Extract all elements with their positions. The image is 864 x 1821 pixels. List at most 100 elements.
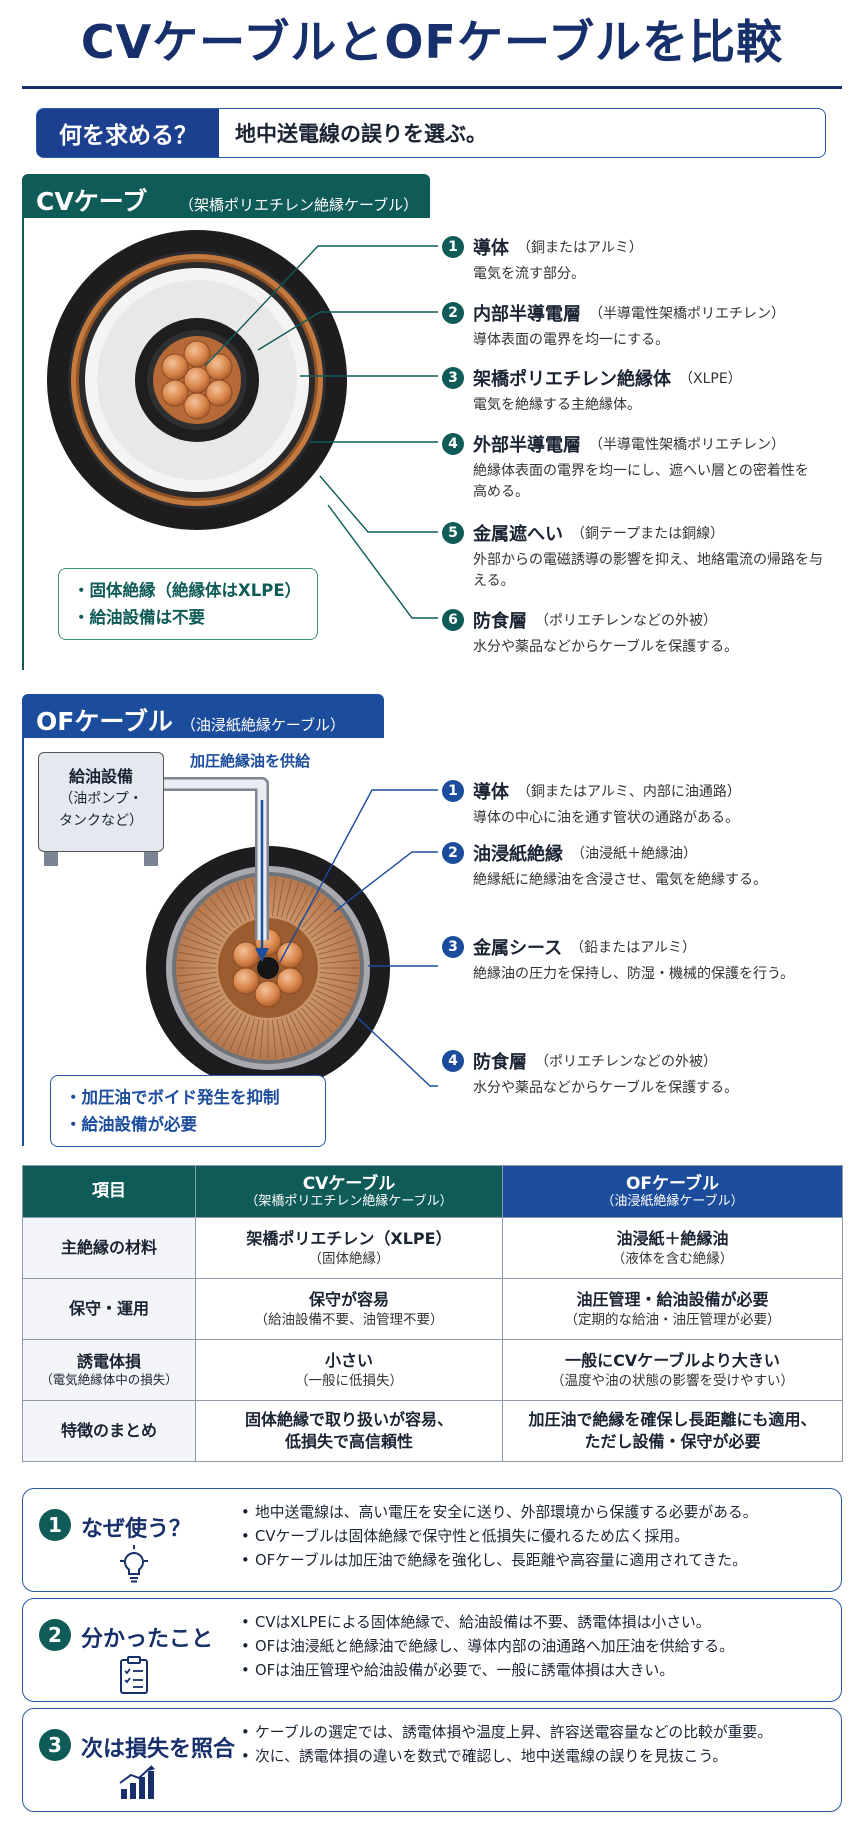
paper-layer-line — [297, 893, 321, 926]
cell-main: 小さい — [324, 1351, 373, 1371]
paper-layer-line — [177, 959, 217, 964]
paper-layer-line — [297, 1010, 321, 1043]
lightbulb-icon — [120, 1545, 148, 1583]
paper-layer-line — [301, 1007, 327, 1038]
row-label: 主絶縁の材料 — [22, 1217, 196, 1279]
cv-cross-section — [47, 230, 347, 530]
paper-layer-line — [259, 1019, 264, 1059]
paper-layer-line — [215, 893, 239, 926]
cv-cell: 架橋ポリエチレン（XLPE）（固体絶縁） — [195, 1217, 503, 1279]
paper-layer-line — [281, 1018, 292, 1057]
row-label-text: 特徴のまとめ — [60, 1421, 157, 1441]
header-cv: CVケーブル（架橋ポリエチレン絶縁ケーブル） — [195, 1165, 503, 1218]
paper-layer-line — [316, 936, 354, 951]
row-label: 誘電体損（電気絶縁体中の損失） — [22, 1339, 196, 1401]
paper-layer-line — [215, 1010, 239, 1043]
table-row: 誘電体損（電気絶縁体中の損失） 小さい（一般に低損失） 一般にCVケーブルより大… — [22, 1339, 843, 1401]
layer-number-badge: 2 — [442, 302, 464, 324]
paper-layer-line — [209, 898, 235, 929]
summary-title: なぜ使う？ — [81, 1517, 192, 1542]
row-label-text: 保守・運用 — [68, 1299, 149, 1319]
paper-layer-line — [229, 1014, 247, 1051]
summary-bullet: OFは油圧管理や給油設備が必要で、一般に誘電体損は大きい。 — [241, 1659, 833, 1683]
cell-sub: （給油設備不要、油管理不要） — [254, 1311, 444, 1328]
layer-subtitle: （油浸紙＋絶縁油） — [571, 846, 697, 862]
layer-title: 防食層 — [473, 1052, 527, 1073]
of-cell: 油浸紙＋絶縁油（液体を含む絶縁） — [502, 1217, 843, 1279]
layer-number-badge: 3 — [442, 936, 464, 958]
paper-layer-line — [276, 1019, 285, 1058]
paper-layer-line — [209, 1007, 235, 1038]
of-feature-note: ・加圧油でボイド発生を抑制 ・給油設備が必要 — [50, 1075, 326, 1148]
row-label-text: 主絶縁の材料 — [60, 1238, 157, 1258]
paper-layer-line — [318, 944, 357, 955]
summary-findings: 2 分かったこと CVはXLPEによる固体絶縁で、給油設備は不要、誘電体損は小さ… — [22, 1598, 842, 1702]
of-cross-section — [146, 846, 390, 1090]
header-label: CVケーブル — [302, 1173, 396, 1194]
cv-cell: 固体絶縁で取り扱いが容易、低損失で高信頼性 — [195, 1400, 503, 1462]
table-row: 特徴のまとめ 固体絶縁で取り扱いが容易、低損失で高信頼性 加圧油で絶縁を確保し長… — [22, 1400, 843, 1462]
summary-bullet: ケーブルの選定では、誘電体損や温度上昇、許容送電容量などの比較が重要。 — [241, 1721, 833, 1745]
paper-layer-line — [229, 885, 247, 922]
page-title: CVケーブルとOFケーブルを比較 — [80, 15, 784, 69]
paper-layer-line — [281, 879, 292, 918]
of-oil-channel — [257, 957, 279, 979]
paper-layer-line — [316, 985, 354, 1000]
paper-layer-line — [203, 1004, 232, 1033]
layer-title: 金属シース — [473, 938, 563, 959]
paper-layer-line — [188, 993, 224, 1014]
paper-layer-line — [179, 981, 218, 992]
layer-subtitle: （鉛またはアルミ） — [570, 940, 696, 956]
layer-description: 絶縁紙に絶縁油を含浸させ、電気を絶縁する。 — [473, 872, 767, 888]
paper-layer-line — [203, 903, 232, 932]
summary-bullet: 地中送電線は、高い電圧を安全に送り、外部環境から保護する必要がある。 — [241, 1501, 833, 1525]
of-section-heading: OFケーブル （油浸紙絶縁ケーブル） — [22, 694, 384, 738]
title-divider — [22, 86, 842, 89]
cell-main: 加圧油で絶縁を確保し長距離にも適用、 — [528, 1410, 817, 1430]
cell-main: 油圧管理・給油設備が必要 — [576, 1290, 769, 1310]
equipment-foot — [44, 852, 58, 866]
table-row: 主絶縁の材料 架橋ポリエチレン（XLPE）（固体絶縁） 油浸紙＋絶縁油（液体を含… — [22, 1217, 843, 1279]
cell-sub: （液体を含む絶縁） — [611, 1250, 734, 1267]
layer-number-badge: 3 — [442, 367, 464, 389]
paper-layer-line — [301, 898, 327, 929]
layer-title: 防食層 — [473, 611, 527, 632]
header-sublabel: （油浸紙絶縁ケーブル） — [601, 1193, 744, 1209]
paper-layer-line — [285, 882, 300, 920]
layer-number-badge: 4 — [442, 433, 464, 455]
cell-sub: （固体絶縁） — [308, 1250, 390, 1267]
cv-note-line: ・固体絶縁（絶縁体はXLPE） — [73, 581, 302, 600]
paper-layer-line — [304, 903, 333, 932]
cell-main: 一般にCVケーブルより大きい — [565, 1351, 780, 1371]
layer-number-badge: 1 — [442, 236, 464, 258]
of-cell: 一般にCVケーブルより大きい（温度や油の状態の影響を受けやすい） — [502, 1339, 843, 1401]
summary-bullet: CVケーブルは固体絶縁で保守性と低損失に優れるため広く採用。 — [241, 1525, 833, 1549]
cell-sub: （温度や油の状態の影響を受けやすい） — [551, 1372, 794, 1389]
summary-bullets: CVはXLPEによる固体絶縁で、給油設備は不要、誘電体損は小さい。 OFは油浸紙… — [241, 1611, 833, 1683]
paper-layer-line — [312, 993, 348, 1014]
layer-description: 導体表面の電界を均一にする。 — [473, 332, 670, 348]
layer-subtitle: （XLPE） — [679, 371, 742, 387]
cell-main: 架橋ポリエチレン（XLPE） — [246, 1229, 452, 1249]
of-cell: 油圧管理・給油設備が必要（定期的な給油・油圧管理が必要） — [502, 1278, 843, 1340]
row-label: 特徴のまとめ — [22, 1400, 196, 1462]
layer-title: 油浸紙絶縁 — [473, 844, 563, 865]
oil-equipment-detail-1: （油ポンプ・ — [59, 791, 143, 807]
oil-equipment-title: 給油設備 — [68, 767, 133, 786]
of-note-line: ・給油設備が必要 — [65, 1115, 197, 1135]
checklist-icon — [120, 1656, 148, 1694]
row-label-text: 誘電体損 — [76, 1351, 141, 1371]
summary-bullet: OFは油浸紙と絶縁油で絶縁し、導体内部の油通路へ加圧油を供給する。 — [241, 1635, 833, 1659]
table-header-row: 項目 CVケーブル（架橋ポリエチレン絶縁ケーブル） OFケーブル（油浸紙絶縁ケー… — [22, 1165, 843, 1218]
paper-layer-line — [314, 929, 351, 947]
bar-chart-icon — [119, 1765, 155, 1799]
oil-supply-label: 加圧絶縁油を供給 — [190, 752, 311, 770]
layer-number-badge: 6 — [442, 609, 464, 631]
paper-layer-line — [312, 922, 348, 943]
paper-layer-line — [319, 959, 359, 964]
summary-title: 分かったこと — [81, 1627, 214, 1652]
layer-title: 外部半導電層 — [473, 435, 581, 456]
layer-description: 水分や薬品などからケーブルを保護する。 — [473, 639, 739, 655]
